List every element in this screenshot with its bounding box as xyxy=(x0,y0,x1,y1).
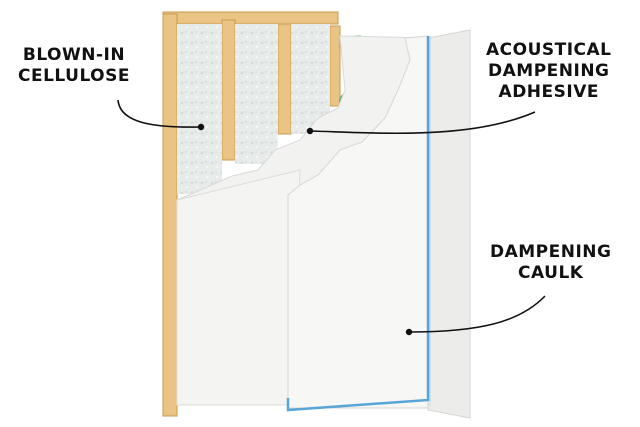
leader-cellulose-dot xyxy=(197,123,205,131)
drywall-layer-2 xyxy=(287,35,429,409)
leader-caulk-dot xyxy=(405,328,413,336)
leader-cellulose xyxy=(117,99,201,128)
label-line: ACOUSTICAL xyxy=(486,40,612,60)
label-line: DAMPENING xyxy=(488,61,610,81)
label-line: CELLULOSE xyxy=(18,66,130,86)
label-line: DAMPENING xyxy=(490,242,612,262)
stud-1 xyxy=(162,13,178,417)
back-wall-panel xyxy=(427,29,471,419)
top-plate xyxy=(162,11,339,25)
label-line: ADHESIVE xyxy=(498,82,599,102)
label-acoustical-dampening-adhesive: ACOUSTICAL DAMPENING ADHESIVE xyxy=(486,40,612,103)
label-dampening-caulk: DAMPENING CAULK xyxy=(490,242,612,284)
caulk-bead xyxy=(286,36,430,412)
drywall-lower-left xyxy=(176,169,301,406)
label-line: CAULK xyxy=(518,263,584,283)
leader-adhesive-dot xyxy=(306,127,314,135)
leader-caulk xyxy=(408,295,546,333)
stud-3 xyxy=(277,23,292,135)
label-line: BLOWN-IN xyxy=(22,45,126,65)
cellulose-insulation xyxy=(177,24,330,194)
stud-frame xyxy=(162,11,341,417)
stud-4 xyxy=(329,25,341,107)
leader-adhesive xyxy=(309,111,536,135)
stud-2 xyxy=(221,19,236,161)
label-blown-in-cellulose: BLOWN-IN CELLULOSE xyxy=(18,45,130,87)
